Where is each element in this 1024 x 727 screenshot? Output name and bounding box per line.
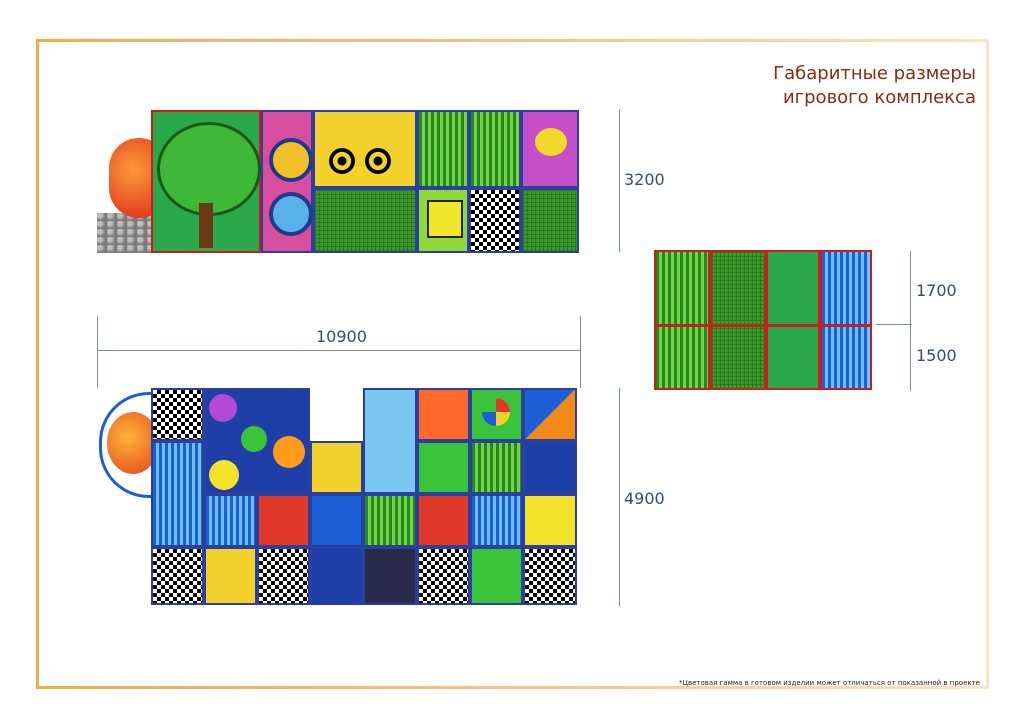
plan-cell-abacus: [470, 547, 523, 605]
side-panel-2: [710, 250, 766, 390]
plan-view: [97, 386, 583, 608]
color-disclaimer: *Цветовая гамма в готовом изделии может …: [679, 679, 980, 687]
ball-green: [241, 426, 267, 452]
panel-circles: [313, 110, 417, 188]
plan-depth-label: 4900: [624, 489, 665, 508]
tree-trunk: [199, 203, 213, 248]
ball-orange: [273, 436, 305, 468]
length-left-tick: [97, 316, 98, 388]
plan-cell-checker-1: [151, 388, 204, 441]
length-label: 10900: [316, 327, 367, 346]
plan-cell-checker-5: [523, 547, 577, 605]
front-height-line: [619, 109, 620, 252]
plan-cell-checker-4: [417, 547, 470, 605]
side-lower-label: 1500: [916, 346, 957, 365]
plan-cell-numbers: [417, 388, 470, 441]
front-height-label: 3200: [624, 170, 665, 189]
plan-cell-bars-4: [363, 494, 417, 547]
plan-cell-yellow-2: [523, 494, 577, 547]
length-right-tick: [580, 316, 581, 388]
plan-cell-star: [523, 441, 577, 494]
side-floor-line: [654, 324, 872, 327]
plan-cell-yellow-3: [204, 547, 257, 605]
target-circle-2: [363, 146, 393, 176]
side-mid-tick: [876, 324, 912, 325]
tictactoe-board: [427, 200, 463, 238]
plan-cell-green-1: [417, 441, 470, 494]
plan-cell-checker-3: [257, 547, 310, 605]
plan-cell-yellow-1: [310, 441, 363, 494]
plan-cell-bars-5: [470, 494, 523, 547]
porthole-1: [269, 138, 313, 182]
porthole-2: [269, 192, 313, 236]
panel-net-1: [313, 188, 417, 253]
side-elevation-view: [652, 250, 874, 390]
side-panel-3: [766, 250, 820, 390]
title-line-1: Габаритные размеры: [773, 63, 976, 84]
plan-cell-tube: [363, 388, 417, 494]
length-line: [97, 350, 581, 351]
ball-purple: [209, 394, 237, 422]
target-circle-1: [327, 146, 357, 176]
plan-cell-red-2: [417, 494, 470, 547]
panel-net-2: [521, 188, 579, 253]
plan-cell-triangle: [523, 388, 577, 441]
panel-bars-1: [417, 110, 469, 188]
page-title: Габаритные размеры игрового комплекса: [773, 62, 976, 110]
panel-bars-2: [469, 110, 521, 188]
side-height-line: [910, 251, 911, 391]
cat-face: [535, 128, 567, 156]
plan-cell-red-1: [257, 494, 310, 547]
color-wheel: [482, 398, 510, 426]
panel-checker-floor: [469, 188, 521, 253]
side-upper-label: 1700: [916, 281, 957, 300]
front-elevation-view: [97, 108, 585, 253]
plan-cell-bars-3: [204, 494, 257, 547]
plan-cell-blue-1: [310, 494, 363, 547]
plan-cell-bars-1: [151, 441, 204, 547]
plan-cell-blue-2: [310, 547, 363, 605]
plan-slide-tube: [107, 412, 159, 474]
ball-yellow: [209, 460, 239, 490]
plan-cell-checker-2: [151, 547, 204, 605]
side-panel-1: [654, 250, 710, 390]
side-panel-4: [820, 250, 872, 390]
plan-cell-dark: [363, 547, 417, 605]
plan-cell-bars-2: [470, 441, 523, 494]
stone-base: [97, 213, 151, 253]
plan-depth-line: [619, 388, 620, 606]
tree-crown: [157, 122, 261, 216]
title-line-2: игрового комплекса: [782, 87, 976, 108]
